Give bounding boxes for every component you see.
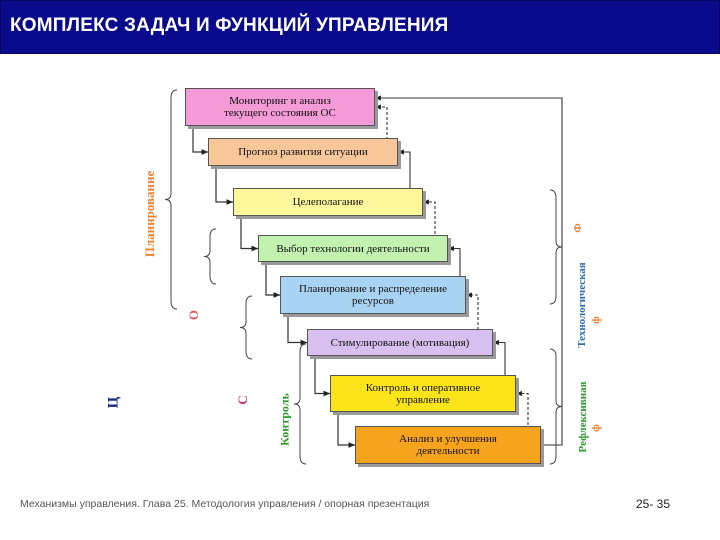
footer-caption: Механизмы управления. Глава 25. Методоло… xyxy=(20,498,430,510)
step-label-1: Мониторинг и анализ текущего состояния О… xyxy=(224,95,336,119)
step-label-6: Стимулирование (мотивация) xyxy=(330,336,470,349)
step-box-3: Целеполагание xyxy=(233,188,423,216)
step-label-4: Выбор технологии деятельности xyxy=(276,242,430,255)
step-connector-4 xyxy=(265,262,280,298)
planning-label: Планирование xyxy=(142,170,157,258)
page-title: КОМПЛЕКС ЗАДАЧ И ФУНКЦИЙ УПРАВЛЕНИЯ xyxy=(10,15,449,36)
cycle-letter-label: Ц xyxy=(105,396,122,409)
step-box-2: Прогноз развития ситуации xyxy=(208,138,398,166)
step-box-8: Анализ и улучшения деятельности xyxy=(355,426,541,464)
main-feedback-loop xyxy=(375,95,563,446)
step-connector-2 xyxy=(215,166,233,205)
step-box-7: Контроль и оперативное управление xyxy=(330,375,516,412)
organization-brace-2 xyxy=(239,295,253,360)
step-connector-6 xyxy=(314,356,330,397)
step-box-5: Планирование и распределение ресурсов xyxy=(280,276,466,314)
phase-top-label: Ф xyxy=(572,223,584,233)
control-brace xyxy=(293,343,307,465)
control-label: Контроль xyxy=(277,393,292,446)
organization-label: О xyxy=(186,309,201,321)
reflexive-label: Рефлексивная xyxy=(577,381,589,453)
step-box-4: Выбор технологии деятельности xyxy=(258,235,448,262)
page-number: 25- 35 xyxy=(636,497,671,511)
step-box-1: Мониторинг и анализ текущего состояния О… xyxy=(185,88,375,126)
c-letter-label: С xyxy=(235,395,250,405)
title-bar: КОМПЛЕКС ЗАДАЧ И ФУНКЦИЙ УПРАВЛЕНИЯ xyxy=(0,0,720,54)
technological-brace xyxy=(549,189,563,305)
step-label-7: Контроль и оперативное управление xyxy=(365,381,481,406)
step-box-6: Стимулирование (мотивация) xyxy=(307,329,493,356)
step-label-2: Прогноз развития ситуации xyxy=(238,146,368,158)
step-connector-7 xyxy=(337,412,355,448)
organization-brace-1 xyxy=(203,228,217,285)
reflexive-brace xyxy=(549,348,563,465)
step-label-8: Анализ и улучшения деятельности xyxy=(399,433,497,457)
step-connector-1 xyxy=(192,126,208,155)
step-connector-5 xyxy=(287,314,307,346)
management-functions-diagram: Мониторинг и анализ текущего состояния О… xyxy=(0,54,720,474)
phase-bottom-label: ф xyxy=(590,424,602,432)
planning-brace xyxy=(164,89,178,310)
step-label-3: Целеполагание xyxy=(292,196,364,208)
phase-mid-label: ф xyxy=(590,316,602,324)
step-label-5: Планирование и распределение ресурсов xyxy=(299,283,447,307)
technological-label: Технологическая xyxy=(576,262,588,348)
step-connector-3 xyxy=(240,216,258,252)
